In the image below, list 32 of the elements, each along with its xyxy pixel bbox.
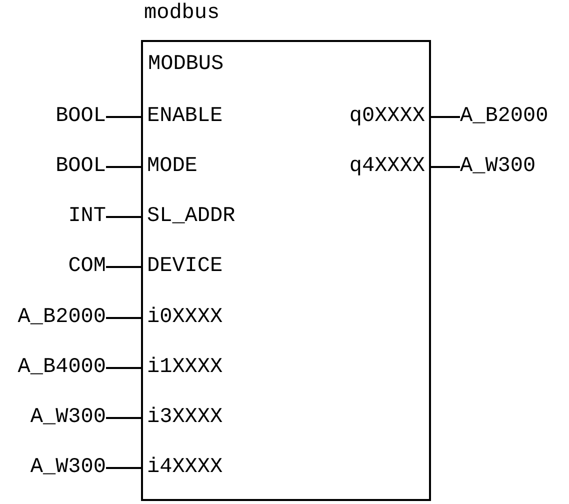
pin-label: ENABLE (143, 104, 223, 130)
pin-label: i4XXXX (143, 455, 223, 481)
variable-label: A_B2000 (460, 104, 548, 130)
connection-line (106, 166, 143, 168)
pin-label: q4XXXX (349, 154, 429, 180)
variable-label: INT (68, 204, 106, 230)
connection-line (106, 367, 143, 369)
block-type-name: MODBUS (148, 52, 224, 78)
connection-line (429, 166, 460, 168)
variable-label: A_B4000 (18, 355, 106, 381)
pin-label: MODE (143, 154, 198, 180)
pin-label: DEVICE (143, 254, 223, 280)
pin-label: i3XXXX (143, 405, 223, 431)
connection-line (106, 467, 143, 469)
variable-label: A_B2000 (18, 305, 106, 331)
variable-label: COM (68, 254, 106, 280)
variable-label: A_W300 (30, 455, 106, 481)
connection-line (106, 216, 143, 218)
pin-label: i1XXXX (143, 355, 223, 381)
pin-label: q0XXXX (349, 104, 429, 130)
connection-line (106, 417, 143, 419)
connection-line (429, 116, 460, 118)
instance-name: modbus (144, 2, 220, 26)
variable-label: A_W300 (460, 154, 536, 180)
pin-label: SL_ADDR (143, 204, 236, 230)
connection-line (106, 317, 143, 319)
variable-label: BOOL (56, 104, 106, 130)
connection-line (106, 266, 143, 268)
pin-label: i0XXXX (143, 305, 223, 331)
variable-label: A_W300 (30, 405, 106, 431)
variable-label: BOOL (56, 154, 106, 180)
connection-line (106, 116, 143, 118)
